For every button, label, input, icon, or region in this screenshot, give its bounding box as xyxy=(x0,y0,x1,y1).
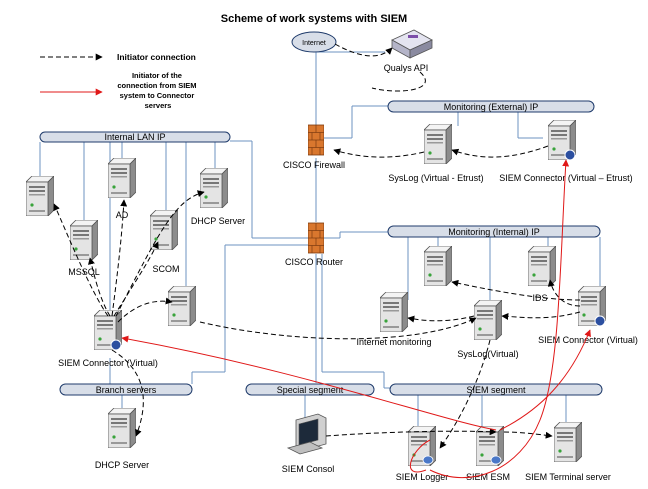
siem-segment: SIEM segment xyxy=(389,383,603,396)
siem-consol-label: SIEM Consol xyxy=(282,464,335,474)
connector-gear-icon xyxy=(594,315,606,327)
internet-node: Internet xyxy=(291,31,337,53)
database-icon xyxy=(490,455,502,465)
server-icon xyxy=(108,408,136,448)
syslog-virtual-label: SysLog(Virtual) xyxy=(457,349,518,359)
internal-lan-label: Internal LAN IP xyxy=(104,132,165,142)
siem-logger-label: SIEM Logger xyxy=(396,472,449,482)
connector-gear-icon xyxy=(564,149,576,161)
ids-label: IDS xyxy=(532,293,547,303)
dhcp-branch-label: DHCP Server xyxy=(95,460,149,470)
legend-siem-initiator-line-4: servers xyxy=(145,101,172,110)
siem-connector-external-label: SIEM Connector (Virtual – Etrust) xyxy=(499,173,632,183)
legend-siem-initiator-line-2: connection from SIEM xyxy=(117,81,196,90)
monitoring-external-segment: Monitoring (External) IP xyxy=(387,100,595,113)
siem-segment-label: SIEM segment xyxy=(466,385,526,395)
siem-connector-external-node: SIEM Connector (Virtual – Etrust) xyxy=(499,120,633,183)
internet-cloud-icon xyxy=(291,31,337,53)
server-icon xyxy=(108,158,136,198)
monitoring-external-label: Monitoring (External) IP xyxy=(444,102,539,112)
branch-servers-segment: Branch servers xyxy=(59,383,193,396)
cisco-firewall-label: CISCO Firewall xyxy=(283,160,345,170)
lan-server-2-node xyxy=(168,286,196,326)
dhcp-branch-node: DHCP Server xyxy=(95,408,149,470)
cisco-router-node: CISCO Router xyxy=(285,222,343,267)
internal-lan-segment: Internal LAN IP xyxy=(39,131,231,143)
ad-label: AD xyxy=(116,210,129,220)
siem-connector-virtual-label: SIEM Connector (Virtual) xyxy=(58,358,158,368)
router-icon xyxy=(308,222,324,254)
qualys-api-node: Qualys API xyxy=(384,29,433,73)
database-icon xyxy=(422,455,434,465)
server-icon xyxy=(70,220,98,260)
ids-node: IDS xyxy=(528,246,556,303)
monitoring-internal-segment: Monitoring (Internal) IP xyxy=(387,225,601,238)
lan-server-node xyxy=(26,176,54,216)
siem-esm-node: SIEM ESM xyxy=(466,426,510,482)
branch-servers-label: Branch servers xyxy=(96,385,157,395)
syslog-external-node: SysLog (Virtual - Etrust) xyxy=(388,124,484,183)
server-icon xyxy=(168,286,196,326)
cisco-firewall-node: CISCO Firewall xyxy=(283,124,345,170)
siem-consol-node: SIEM Consol xyxy=(282,413,335,474)
legend-siem-initiator-label: Initiator of the connection from SIEM sy… xyxy=(117,71,198,110)
special-segment: Special segment xyxy=(245,383,375,396)
cisco-router-label: CISCO Router xyxy=(285,257,343,267)
legend-initiator-label: Initiator connection xyxy=(117,52,196,62)
server-icon xyxy=(380,292,408,332)
siem-esm-label: SIEM ESM xyxy=(466,472,510,482)
monitoring-server-node xyxy=(424,246,452,286)
dhcp-server-label: DHCP Server xyxy=(191,216,245,226)
dhcp-server-node: DHCP Server xyxy=(191,168,245,226)
syslog-external-label: SysLog (Virtual - Etrust) xyxy=(388,173,483,183)
siem-connector-internal-label: SIEM Connector (Virtual) xyxy=(538,335,638,345)
ad-node: AD xyxy=(108,158,136,220)
server-icon xyxy=(424,246,452,286)
monitoring-internal-label: Monitoring (Internal) IP xyxy=(448,227,540,237)
syslog-virtual-node: SysLog(Virtual) xyxy=(457,300,519,359)
server-icon xyxy=(200,168,228,208)
legend-siem-initiator-line-1: Initiator of the xyxy=(132,71,182,80)
server-icon xyxy=(528,246,556,286)
siem-connector-virtual-node: SIEM Connector (Virtual) xyxy=(58,310,158,368)
network-links xyxy=(39,51,601,428)
siem-terminal-node: SIEM Terminal server xyxy=(525,422,611,482)
server-icon xyxy=(424,124,452,164)
special-segment-label: Special segment xyxy=(277,385,344,395)
diagram-title: Scheme of work systems with SIEM xyxy=(221,13,407,25)
internet-monitoring-node: Internet monitoring xyxy=(356,292,432,347)
qualys-api-label: Qualys API xyxy=(384,63,429,73)
internet-label: Internet xyxy=(302,40,326,47)
server-icon xyxy=(474,300,502,340)
siem-terminal-label: SIEM Terminal server xyxy=(525,472,611,482)
siem-logger-node: SIEM Logger xyxy=(396,426,449,482)
siem-connector-internal-node: SIEM Connector (Virtual) xyxy=(538,286,638,345)
workstation-icon xyxy=(286,413,327,455)
server-icon xyxy=(26,176,54,216)
qualys-appliance-icon xyxy=(391,29,433,59)
internet-monitoring-label: Internet monitoring xyxy=(356,337,431,347)
legend-siem-initiator-line-3: system to Connector xyxy=(120,91,195,100)
scom-label: SCOM xyxy=(153,264,180,274)
scom-node: SCOM xyxy=(150,210,180,274)
firewall-icon xyxy=(308,124,324,156)
connector-gear-icon xyxy=(110,339,122,351)
server-icon xyxy=(554,422,582,462)
initiator-connections xyxy=(53,43,581,449)
siem-initiated-connections xyxy=(121,159,591,479)
